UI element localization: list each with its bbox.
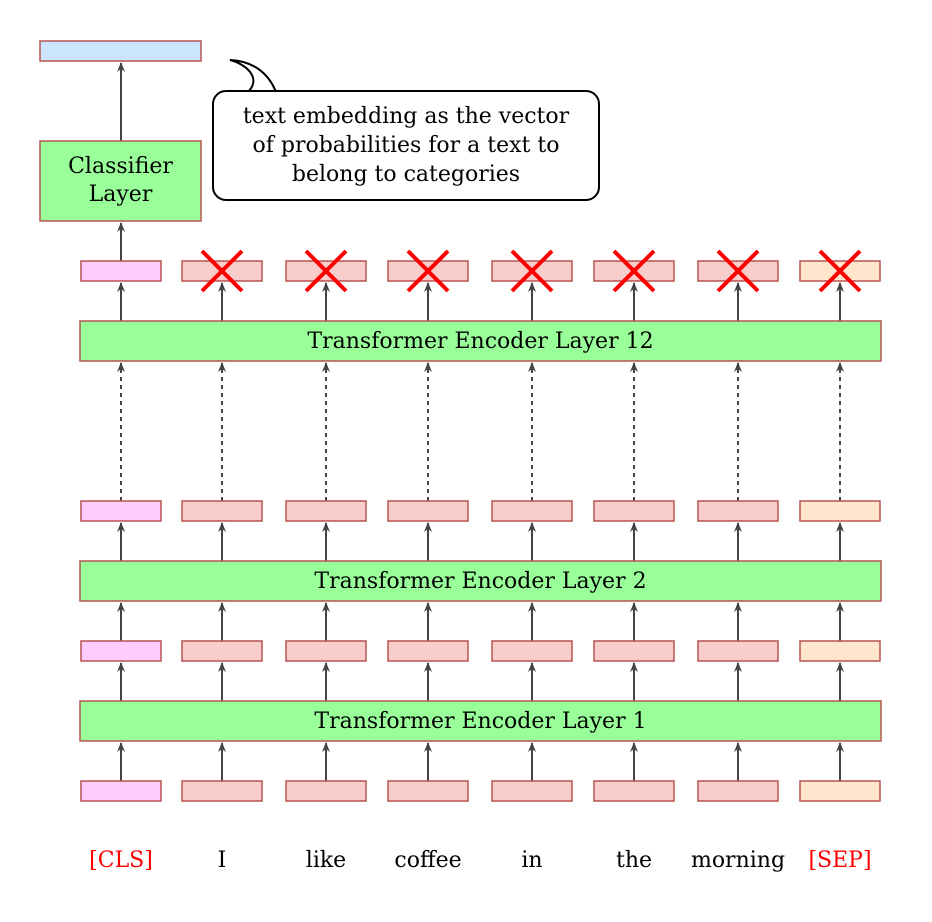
token-label-sep: [SEP] <box>808 848 872 873</box>
boxes-group <box>39 40 882 802</box>
discard-x-icon-i <box>200 249 244 293</box>
vector-pre12-like <box>285 500 367 522</box>
token-label-i: I <box>217 848 227 873</box>
vector-embed-the <box>593 780 675 802</box>
vector-embed-i <box>181 780 263 802</box>
vector-pre12-morning <box>697 500 779 522</box>
vector-embed-morning <box>697 780 779 802</box>
discard-x-icon-sep <box>818 249 862 293</box>
vector-l1out-the <box>593 640 675 662</box>
vector-embed-coffee <box>387 780 469 802</box>
vector-pre12-sep <box>799 500 881 522</box>
vector-top-cls <box>80 260 162 282</box>
token-label-coffee: coffee <box>394 848 462 873</box>
vector-l1out-cls <box>80 640 162 662</box>
discard-x-icon-in <box>510 249 554 293</box>
vector-pre12-i <box>181 500 263 522</box>
callout-line-1: text embedding as the vector <box>242 104 570 129</box>
vector-l1out-like <box>285 640 367 662</box>
token-label-cls: [CLS] <box>89 848 153 873</box>
discard-marks-group <box>200 249 862 293</box>
token-label-the: the <box>615 848 653 873</box>
token-label-like: like <box>305 848 347 873</box>
encoder-layer-1-box <box>79 700 882 742</box>
vector-embed-in <box>491 780 573 802</box>
vector-l1out-sep <box>799 640 881 662</box>
vector-pre12-the <box>593 500 675 522</box>
arrows-group <box>117 62 844 781</box>
vector-l1out-i <box>181 640 263 662</box>
discard-x-icon-the <box>612 249 656 293</box>
callout-line-3: belong to categories <box>291 162 521 187</box>
vector-l1out-coffee <box>387 640 469 662</box>
discard-x-icon-like <box>304 249 348 293</box>
vector-embed-like <box>285 780 367 802</box>
callout-bubble: text embedding as the vector of probabil… <box>212 90 600 201</box>
vector-l1out-in <box>491 640 573 662</box>
discard-x-icon-coffee <box>406 249 450 293</box>
callout-line-2: of probabilities for a text to <box>252 133 560 158</box>
vector-embed-cls <box>80 780 162 802</box>
vector-l1out-morning <box>697 640 779 662</box>
vector-pre12-coffee <box>387 500 469 522</box>
token-label-morning: morning <box>690 848 786 873</box>
callout-tail <box>229 59 278 93</box>
classifier-layer-box <box>39 140 202 222</box>
vector-embed-sep <box>799 780 881 802</box>
token-label-in: in <box>521 848 543 873</box>
classification-output-vector <box>39 40 202 62</box>
encoder-layer-2-box <box>79 560 882 602</box>
vector-pre12-in <box>491 500 573 522</box>
vector-pre12-cls <box>80 500 162 522</box>
discard-x-icon-morning <box>716 249 760 293</box>
encoder-layer-12-box <box>79 320 882 362</box>
